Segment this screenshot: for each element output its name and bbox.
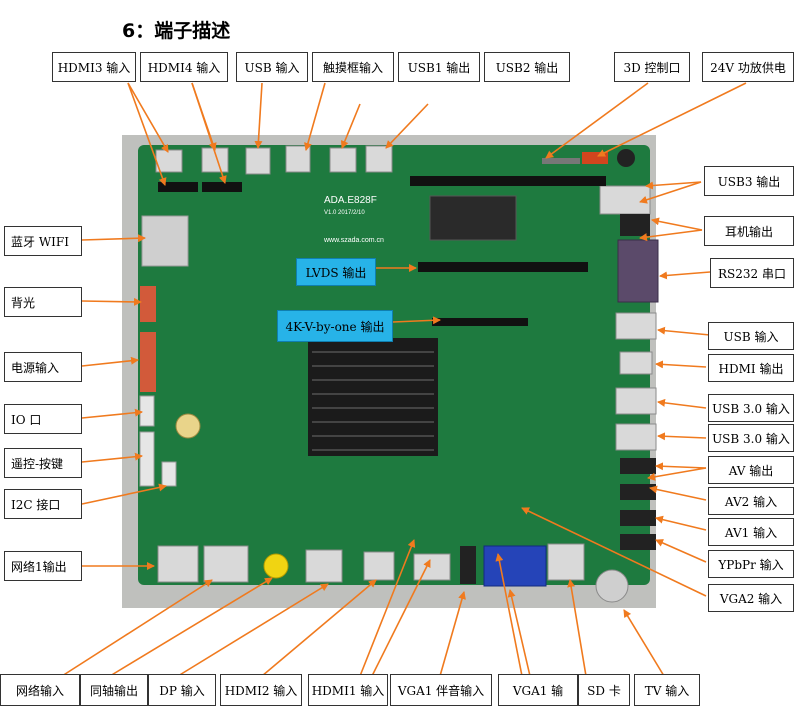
label-dp-in: DP 输入 (148, 674, 216, 706)
label-hdmi4-in: HDMI4 输入 (140, 52, 228, 82)
rs232-connector (617, 239, 659, 303)
vga-connector (483, 545, 547, 587)
label-hdmi2-in: HDMI2 输入 (220, 674, 302, 706)
pin-header-strips (158, 149, 635, 326)
label-net-in: 网络输入 (0, 674, 80, 706)
label-3d-control: 3D 控制口 (614, 52, 690, 82)
label-usb3-out: USB3 输出 (704, 166, 794, 196)
label-24v-power: 24V 功放供电 (702, 52, 794, 82)
label-tv-in: TV 输入 (634, 674, 700, 706)
label-usb30-in-a: USB 3.0 输入 (708, 394, 794, 422)
label-backlight: 背光 (4, 287, 82, 317)
label-power-in: 电源输入 (4, 352, 82, 382)
heatsink (308, 338, 438, 456)
audio-jacks (460, 214, 656, 584)
lvds-output-label: LVDS 输出 (296, 258, 376, 286)
label-hdmi1-in: HDMI1 输入 (308, 674, 388, 706)
label-usb-in-top: USB 输入 (236, 52, 308, 82)
label-bt-wifi: 蓝牙 WIFI (4, 226, 82, 256)
label-headphone-out: 耳机输出 (704, 216, 794, 246)
left-headers-red (140, 286, 156, 392)
label-net1-out: 网络1输出 (4, 551, 82, 581)
label-io-port: IO 口 (4, 404, 82, 434)
label-remote-keys: 遥控-按键 (4, 448, 82, 478)
capacitor (175, 413, 201, 439)
board-version-text: V1.0 2017/2/10 (324, 210, 365, 216)
board-site-text: www.szada.com.cn (323, 237, 384, 244)
label-usb30-in-b: USB 3.0 输入 (708, 424, 794, 452)
label-hdmi-out: HDMI 输出 (708, 354, 794, 382)
coax-rca-connector (263, 553, 289, 579)
label-vga1-in: VGA1 输 (498, 674, 578, 706)
vbyone-output-label: 4K-V-by-one 输出 (277, 310, 393, 342)
label-i2c: I2C 接口 (4, 489, 82, 519)
tv-tuner-connector (595, 569, 629, 603)
label-touch-frame-in: 触摸框输入 (312, 52, 394, 82)
page-title: 6：端子描述 (122, 20, 231, 42)
label-av1-in: AV1 输入 (708, 518, 794, 546)
label-usb-in-right: USB 输入 (708, 322, 794, 350)
label-coax-out: 同轴输出 (80, 674, 148, 706)
label-av2-in: AV2 输入 (708, 487, 794, 515)
label-vga1-audio-in: VGA1 伴音输入 (390, 674, 492, 706)
main-chip (429, 195, 517, 241)
label-rs232: RS232 串口 (710, 258, 794, 288)
label-sd-card: SD 卡 (578, 674, 630, 706)
label-hdmi3-in: HDMI3 输入 (52, 52, 136, 82)
label-usb2-out: USB2 输出 (484, 52, 570, 82)
label-ypbpr-in: YPbPr 输入 (708, 550, 794, 578)
label-vga2-in: VGA2 输入 (708, 584, 794, 612)
wifi-module (141, 215, 189, 267)
board-model-text: ADA.E828F (324, 195, 377, 206)
label-av-out: AV 输出 (708, 456, 794, 484)
label-usb1-out: USB1 输出 (398, 52, 480, 82)
